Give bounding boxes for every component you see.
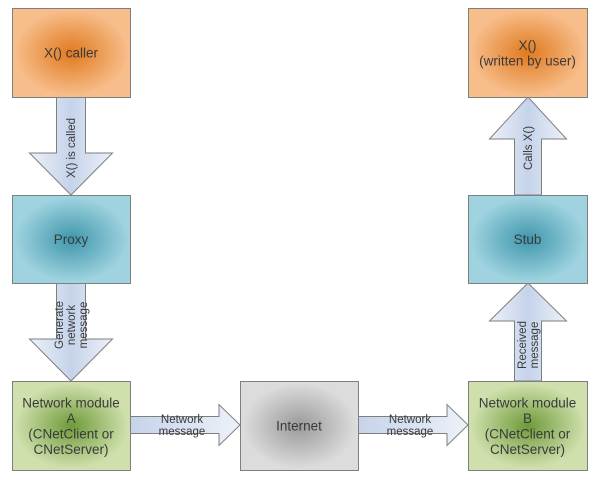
node-label-line: (CNetClient or <box>28 426 114 441</box>
node-label-line: Stub <box>514 232 542 247</box>
node-label-line: A <box>66 411 75 426</box>
edge-label-line: X() is called <box>66 118 78 178</box>
edge-label: Generatenetworkmessage <box>54 301 90 349</box>
edge-label: Receivedmessage <box>517 321 541 369</box>
node-box <box>12 195 131 284</box>
edge-label-line: message <box>78 302 90 349</box>
node-proxy: Proxy <box>12 195 131 284</box>
arrow-right-icon <box>129 403 241 447</box>
node-label-line: Proxy <box>54 232 89 247</box>
node-label: X() caller <box>44 46 99 61</box>
node-label-line: Network module <box>22 395 120 410</box>
node-label-line: CNetServer) <box>33 442 108 457</box>
edge-caller-to-proxy: X() is called <box>28 96 114 196</box>
edge-label: X() is called <box>66 118 78 178</box>
node-label-line: X() caller <box>44 46 99 61</box>
arrow-right-icon <box>357 403 469 447</box>
edge-stub-to-user-func: Calls X() <box>488 96 568 196</box>
node-box <box>12 8 131 98</box>
node-label-line: CNetServer) <box>490 442 565 457</box>
node-label: Stub <box>514 232 542 247</box>
node-label-line: (CNetClient or <box>485 426 571 441</box>
node-label: Internet <box>276 419 322 434</box>
edge-label-line: Calls X() <box>523 126 535 170</box>
node-label: X()(written by user) <box>479 38 576 69</box>
node-box <box>468 8 588 98</box>
node-label: Proxy <box>54 232 89 247</box>
edge-module-b-to-stub: Receivedmessage <box>488 282 568 382</box>
arrow-down-icon <box>28 96 114 196</box>
edge-label-line: message <box>387 426 434 438</box>
edge-label: Calls X() <box>523 126 535 170</box>
node-box <box>468 195 588 284</box>
node-box <box>12 381 131 471</box>
node-label-line: (written by user) <box>479 53 576 68</box>
node-box <box>468 381 588 471</box>
node-label-line: B <box>523 411 532 426</box>
edge-label-line: Network <box>389 414 431 426</box>
node-box <box>240 381 359 471</box>
node-stub: Stub <box>468 195 588 284</box>
edge-label-line: Network <box>161 414 203 426</box>
node-label-line: Internet <box>276 419 322 434</box>
edge-label-line: Received <box>517 321 529 369</box>
node-label-line: X() <box>519 38 537 53</box>
node-label-line: Network module <box>479 395 577 410</box>
edge-label-line: Generate <box>54 301 66 349</box>
edge-label-line: message <box>529 322 541 369</box>
arrow-down-icon <box>28 282 114 382</box>
arrow-up-icon <box>488 282 568 382</box>
edge-label-line: message <box>159 426 206 438</box>
node-user-func: X()(written by user) <box>468 8 588 98</box>
edge-label-line: network <box>66 305 78 346</box>
arrow-up-icon <box>488 96 568 196</box>
node-internet: Internet <box>240 381 359 471</box>
edge-proxy-to-module-a: Generatenetworkmessage <box>28 282 114 382</box>
node-caller: X() caller <box>12 8 131 98</box>
